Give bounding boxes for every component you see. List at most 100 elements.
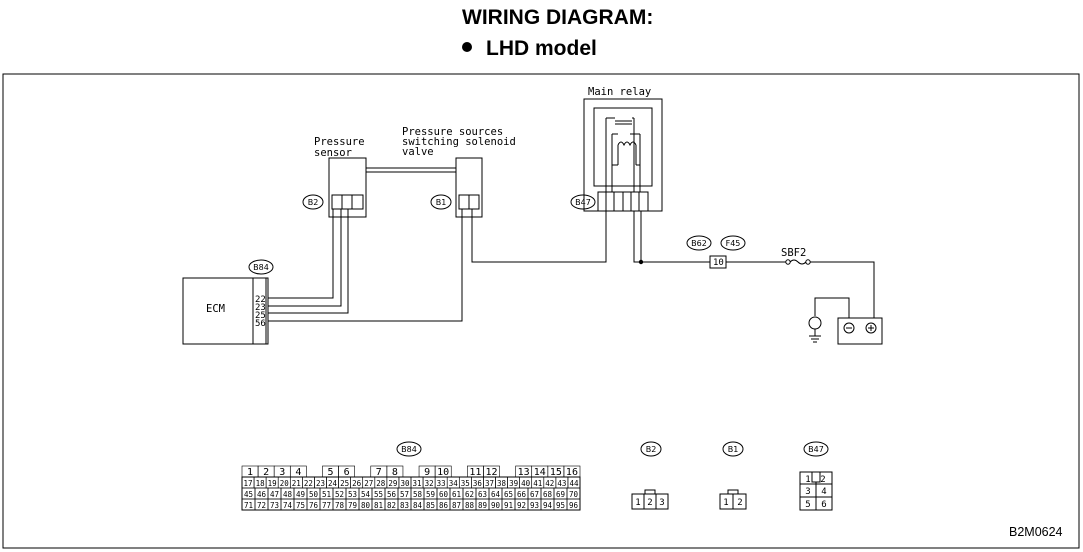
wire-ecm25 (268, 209, 349, 314)
b47-pin: 3 (805, 487, 810, 497)
ecm-pin-25: 25 (255, 311, 266, 321)
b84-pin-number: 41 (533, 479, 542, 488)
b84-pin-number: 90 (491, 501, 501, 510)
b84-pin-number: 79 (348, 501, 357, 510)
b1-pin: 1 (723, 498, 728, 508)
b84-pin-number: 43 (557, 479, 566, 488)
b84-pin-number: 8 (392, 467, 398, 478)
pressure-sensor-connector (331, 194, 364, 210)
b84-pin-number: 29 (388, 479, 397, 488)
solenoid-label-3: valve (402, 146, 434, 158)
b84-pin-number: 11 (469, 467, 481, 478)
b84-pin-number: 34 (449, 479, 459, 488)
face-tag-b84 (396, 441, 422, 457)
diagram-subtitle: LHD model (486, 37, 597, 60)
ecm-pin-22: 22 (255, 295, 266, 305)
b84-pin-number: 4 (295, 467, 301, 478)
tag-b2-text: B2 (308, 198, 319, 207)
b84-pin-number: 3 (279, 467, 285, 478)
tag-f45-text: F45 (726, 239, 741, 248)
b84-pin-number: 88 (465, 501, 475, 510)
b84-pin-number: 76 (309, 501, 319, 510)
b84-pin-number: 26 (352, 479, 362, 488)
b84-pin-number: 38 (497, 479, 507, 488)
face-tag-b47 (803, 441, 829, 457)
b84-pin-number: 36 (473, 479, 483, 488)
b84-pin-number: 32 (425, 479, 434, 488)
b84-pin-number: 33 (437, 479, 446, 488)
b84-pin-number: 5 (328, 467, 334, 478)
b84-pin-number: 14 (534, 467, 546, 478)
b84-pin-number: 84 (413, 501, 423, 510)
diagram-subtitle-row: LHD model (462, 37, 597, 61)
b84-pin-number: 2 (263, 467, 269, 478)
pressure-sensor-body (328, 157, 367, 218)
b84-pin-number: 67 (530, 490, 539, 499)
b84-pin-number: 78 (335, 501, 345, 510)
bullet-icon (462, 42, 472, 53)
b84-pin-number: 70 (569, 490, 579, 499)
b84-pin-number: 42 (545, 479, 554, 488)
b84-pin-number: 45 (244, 490, 253, 499)
b84-pin-number: 27 (364, 479, 373, 488)
b84-pin-number: 30 (400, 479, 410, 488)
b84-pin-number: 75 (296, 501, 305, 510)
b84-pin-number: 86 (439, 501, 449, 510)
b84-pin-number: 57 (400, 490, 409, 499)
b84-pin-number: 80 (361, 501, 371, 510)
ecm-label: ECM (206, 303, 225, 315)
ecm-body (182, 277, 267, 345)
b84-pin-number: 22 (304, 479, 313, 488)
b84-pin-number: 6 (344, 467, 350, 478)
main-relay-label: Main relay (588, 86, 651, 98)
b84-pin-number: 12 (485, 467, 497, 478)
battery (837, 317, 883, 345)
b47-pin: 2 (820, 475, 825, 485)
b84-pin-number: 21 (292, 479, 301, 488)
face-tag-b84-text: B84 (401, 445, 417, 454)
solenoid-label-2: switching solenoid (402, 136, 516, 148)
b84-pin-number: 17 (244, 479, 253, 488)
tag-b47-text: B47 (575, 198, 591, 207)
wire-ecm22 (268, 209, 334, 299)
b84-pin-number: 72 (257, 501, 266, 510)
b84-pin-number: 81 (374, 501, 383, 510)
face-tag-b1-text: B1 (728, 445, 739, 454)
b84-pin-number: 24 (328, 479, 338, 488)
b84-pin-number: 46 (257, 490, 267, 499)
b84-pin-number: 95 (556, 501, 565, 510)
b84-pin-number: 35 (461, 479, 470, 488)
ecm-pin-56: 56 (255, 319, 266, 329)
b84-pin-number: 23 (316, 479, 325, 488)
tag-b1-text: B1 (436, 198, 447, 207)
b84-pin-number: 94 (543, 501, 553, 510)
b84-pin-number: 71 (244, 501, 253, 510)
tag-f45 (720, 235, 746, 251)
tag-b2 (302, 194, 324, 210)
tag-b47 (570, 194, 596, 210)
b84-pin-number: 91 (504, 501, 513, 510)
b84-pin-number: 51 (322, 490, 331, 499)
b84-pin-number: 10 (437, 467, 449, 478)
b84-pin-number: 49 (296, 490, 305, 499)
sbf2-fuse (789, 259, 807, 265)
sbf2-label: SBF2 (781, 247, 806, 259)
b84-pin-number: 85 (426, 501, 435, 510)
ecm-connector (252, 277, 269, 345)
wire-ecm56 (268, 209, 463, 322)
b84-pin-number: 77 (322, 501, 331, 510)
b1-pin: 2 (737, 498, 742, 508)
solenoid-label-1: Pressure sources (402, 126, 503, 138)
b2-pin: 3 (659, 498, 664, 508)
b84-pin-number: 44 (569, 479, 579, 488)
b47-pin: 1 (805, 475, 810, 485)
face-tag-b2-text: B2 (646, 445, 657, 454)
b84-pin-number: 93 (530, 501, 539, 510)
b84-pin-number: 16 (566, 467, 578, 478)
tag-b62-text: B62 (691, 239, 707, 248)
b84-pin-number: 58 (413, 490, 423, 499)
b84-pin-number: 92 (517, 501, 526, 510)
b84-pin-number: 39 (509, 479, 518, 488)
